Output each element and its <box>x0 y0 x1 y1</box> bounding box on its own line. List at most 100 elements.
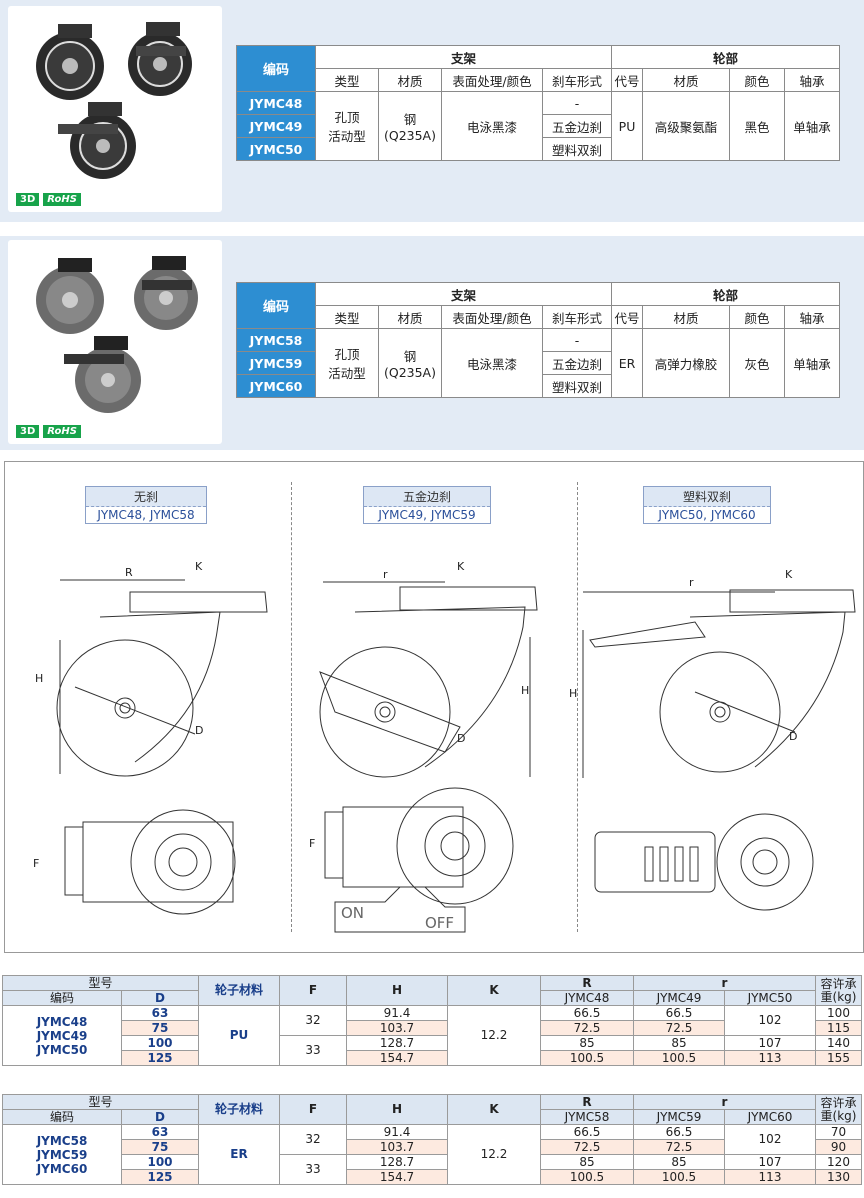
r-col: JYMC49 <box>633 990 725 1006</box>
dim-H: H <box>569 687 578 700</box>
code-cell: JYMC49 <box>236 114 316 138</box>
wheel-code-cell: ER <box>611 328 643 398</box>
d-cell: 125 <box>121 1050 199 1066</box>
code-cell: JYMC60 <box>236 374 316 398</box>
R-cell: 72.5 <box>540 1139 634 1155</box>
R-cell: 100.5 <box>540 1169 634 1185</box>
R-cell: 72.5 <box>540 1020 634 1036</box>
load-cell: 70 <box>815 1124 862 1140</box>
brake-cell: - <box>542 91 612 115</box>
brake-cell: 塑料双刹 <box>542 137 612 161</box>
r-cell: 66.5 <box>633 1005 725 1021</box>
view-label-plastic-brake: 塑料双刹 JYMC50, JYMC60 <box>643 486 771 524</box>
load-cell: 120 <box>815 1154 862 1170</box>
h-cell: 103.7 <box>346 1020 448 1036</box>
wheel-color-cell: 灰色 <box>729 328 785 398</box>
h-cell: 103.7 <box>346 1139 448 1155</box>
spec-table-er: 编码 支架 轮部 类型 材质 表面处理/颜色 刹车形式 代号 材质 颜色 轴承 … <box>236 282 840 398</box>
r-col: JYMC58 <box>540 1109 634 1125</box>
dim-K: K <box>785 568 793 581</box>
view-title: 五金边刹 <box>364 487 490 507</box>
model-header: 型号 <box>2 1094 199 1110</box>
material-cell: ER <box>198 1124 280 1185</box>
code-header: 编码 <box>236 45 316 92</box>
R-cell: 85 <box>540 1154 634 1170</box>
k-header: K <box>447 1094 541 1125</box>
view-label-metal-brake: 五金边刹 JYMC49, JYMC59 <box>363 486 491 524</box>
rohs-badge: RoHS <box>43 193 81 206</box>
brake-cell: 塑料双刹 <box>542 374 612 398</box>
R-cell: 66.5 <box>540 1124 634 1140</box>
load-cell: 115 <box>815 1020 862 1036</box>
k-cell: 12.2 <box>447 1005 541 1066</box>
wheel-code-cell: PU <box>611 91 643 161</box>
col-brake: 刹车形式 <box>542 305 612 329</box>
material-header: 轮子材料 <box>198 975 280 1006</box>
code-header: 编码 <box>2 990 122 1006</box>
bearing-cell: 单轴承 <box>784 91 840 161</box>
dim-r: r <box>383 568 388 581</box>
caster-photo-grey <box>36 256 198 413</box>
3d-badge: 3D <box>16 193 40 206</box>
f-cell: 33 <box>279 1035 347 1066</box>
d-cell: 125 <box>121 1169 199 1185</box>
d-header: D <box>121 990 199 1006</box>
r-col: JYMC50 <box>724 990 816 1006</box>
material-header: 轮子材料 <box>198 1094 280 1125</box>
load-cell: 140 <box>815 1035 862 1051</box>
3d-badge: 3D <box>16 425 40 438</box>
type-cell: 孔顶 活动型 <box>315 91 379 161</box>
col-type: 类型 <box>315 68 379 92</box>
r-cell: 66.5 <box>633 1124 725 1140</box>
wheel-material-cell: 高级聚氨酯 <box>642 91 730 161</box>
brake-cell: 五金边刹 <box>542 114 612 138</box>
dimension-table-pu: 型号 轮子材料 F H K R r 容许承重(kg) 编码 D JYMC48 J… <box>2 975 862 1066</box>
wheel-color-cell: 黑色 <box>729 91 785 161</box>
brake-off-label: OFF <box>425 914 455 932</box>
col-bearing: 轴承 <box>784 305 840 329</box>
r-col: JYMC59 <box>633 1109 725 1125</box>
col-material: 材质 <box>378 68 442 92</box>
r-col: JYMC60 <box>724 1109 816 1125</box>
col-type: 类型 <box>315 305 379 329</box>
load-cell: 100 <box>815 1005 862 1021</box>
col-wheel-color: 颜色 <box>729 68 785 92</box>
load-header: 容许承重(kg) <box>815 975 862 1006</box>
dim-H: H <box>35 672 44 685</box>
dim-D: D <box>195 724 204 737</box>
load-cell: 155 <box>815 1050 862 1066</box>
f-cell: 32 <box>279 1124 347 1155</box>
col-wheel-material: 材质 <box>642 305 730 329</box>
f-cell: 32 <box>279 1005 347 1036</box>
R-header: R <box>540 975 634 991</box>
r-header: r <box>633 1094 816 1110</box>
brake-on-label: ON <box>341 904 365 922</box>
wheel-material-cell: 高弹力橡胶 <box>642 328 730 398</box>
h-cell: 91.4 <box>346 1005 448 1021</box>
col-wheel-code: 代号 <box>611 305 643 329</box>
bearing-cell: 单轴承 <box>784 328 840 398</box>
r-cell: 100.5 <box>633 1169 725 1185</box>
r-cell: 107 <box>724 1154 816 1170</box>
r-cell: 100.5 <box>633 1050 725 1066</box>
f-cell: 33 <box>279 1154 347 1185</box>
r-cell: 113 <box>724 1169 816 1185</box>
k-cell: 12.2 <box>447 1124 541 1185</box>
R-cell: 85 <box>540 1035 634 1051</box>
load-cell: 90 <box>815 1139 862 1155</box>
code-cell: JYMC59 <box>236 351 316 375</box>
r-cell: 72.5 <box>633 1139 725 1155</box>
d-cell: 75 <box>121 1020 199 1036</box>
spec-table-pu: 编码 支架 轮部 类型 材质 表面处理/颜色 刹车形式 代号 材质 颜色 轴承 … <box>236 45 840 161</box>
r-cell: 107 <box>724 1035 816 1051</box>
view-label-no-brake: 无刹 JYMC48, JYMC58 <box>85 486 207 524</box>
view-models: JYMC50, JYMC60 <box>658 508 756 522</box>
bracket-header: 支架 <box>315 45 612 69</box>
r-cell: 72.5 <box>633 1020 725 1036</box>
d-cell: 63 <box>121 1005 199 1021</box>
r-cell: 113 <box>724 1050 816 1066</box>
material-cell: 钢 (Q235A) <box>378 91 442 161</box>
dim-H: H <box>521 684 530 697</box>
